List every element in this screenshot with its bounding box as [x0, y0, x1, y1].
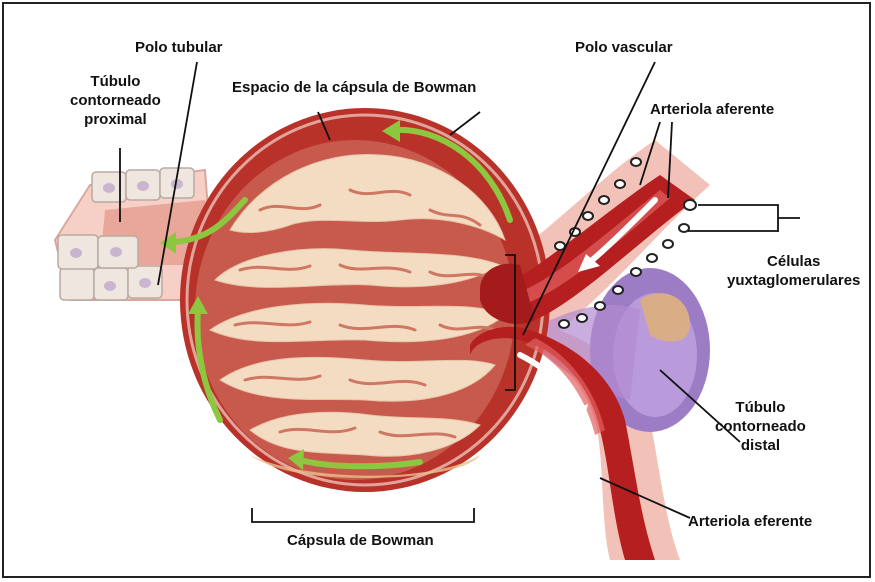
label-tubulo-proximal-line-3: proximal [70, 110, 161, 129]
label-tubulo-distal-line-3: distal [715, 436, 806, 455]
label-capsula-bowman: Cápsula de Bowman [287, 531, 434, 550]
label-arteriola-aferente: Arteriola aferente [650, 100, 774, 119]
label-celulas-line-2: yuxtaglomerulares [727, 271, 860, 290]
label-polo-vascular: Polo vascular [575, 38, 673, 57]
label-polo-tubular: Polo tubular [135, 38, 223, 57]
leader-espacio-right [450, 112, 480, 135]
label-tubulo-proximal-line-1: Túbulo [70, 72, 161, 91]
label-tubulo-distal-line-1: Túbulo [715, 398, 806, 417]
flow-arrow-efferent-head [570, 404, 588, 424]
label-tubulo-distal-line-2: contorneado [715, 417, 806, 436]
label-tubulo-distal: Túbulo contorneado distal [715, 398, 806, 455]
label-tubulo-proximal-line-2: contorneado [70, 91, 161, 110]
label-espacio-capsula: Espacio de la cápsula de Bowman [232, 78, 476, 97]
bracket-capsula [252, 508, 474, 522]
label-arteriola-eferente: Arteriola eferente [688, 512, 812, 531]
label-celulas-yuxtaglomerulares: Células yuxtaglomerulares [727, 252, 860, 290]
label-tubulo-proximal: Túbulo contorneado proximal [70, 72, 161, 129]
label-celulas-line-1: Células [727, 252, 860, 271]
bracket-celulas [688, 205, 800, 232]
